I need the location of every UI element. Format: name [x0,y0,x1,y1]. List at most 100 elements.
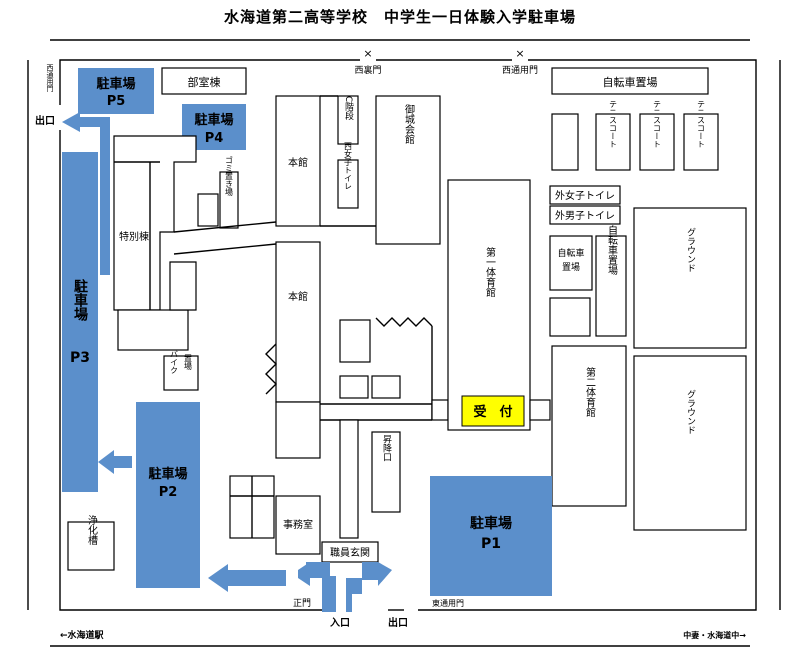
bicycle-parking-a [549,235,593,291]
fence-top-left [59,59,360,105]
special-building-east-wing [169,261,197,311]
parking-p2-id: P2 [159,485,178,500]
parking-p1[interactable] [430,476,552,596]
corridor-1-top [173,221,277,233]
bicycle-parking-a-label-2: 置場 [562,261,580,273]
outdoor-womens-restroom-label: 外女子トイレ [555,189,615,202]
main-building-annex [275,401,321,459]
motorbike-label-b: 置場 [184,354,193,371]
gym-1 [447,179,531,431]
staff-entrance-label: 職員玄関 [330,546,370,559]
reception-desk[interactable] [461,395,525,427]
main-building-zigzag [265,343,277,395]
parking-p1-label: 駐車場 [470,515,512,532]
c-stairs [337,95,359,145]
parking-p3[interactable] [62,152,98,492]
west-exit-gate-label: 西通用門 [46,64,54,93]
outdoor-mens-restroom [549,205,621,225]
tennis-court-3 [683,113,719,171]
motorbike-label-a: バイク [170,350,179,374]
west-restroom-label: 西女子トイレ [344,142,353,190]
gojo-hall-label: 御城会館 [403,103,415,145]
parking-p5-id: P5 [107,94,126,109]
ground-north-label: グラウンド [685,227,696,272]
bicycle-parking-b-label: 自転車置場 [606,224,618,276]
outdoor-womens-restroom [549,185,621,205]
office-label: 事務室 [283,518,313,531]
motorbike-parking [163,355,199,391]
ground-north [633,207,747,349]
main-building-south [275,241,321,403]
tennis-court-2 [639,113,675,171]
club-building [161,67,247,95]
map-title: 水海道第二高等学校 中学生一日体験入学駐車場 [223,8,576,26]
gym-1-label: 第一体育館 [484,246,496,298]
parking-p2-label: 駐車場 [148,466,187,482]
special-building-annex [117,309,189,351]
middle-block-3 [371,375,401,399]
main-building-north [275,95,321,227]
main-building-north-label: 本館 [288,156,308,169]
bicycle-parking-north [551,67,709,95]
entrance-hall-label: 昇降口 [381,434,392,461]
gojo-hall [375,95,441,245]
corridor-1-bottom [173,243,277,255]
west-restroom [337,159,359,209]
road-right-label: 中妻・水海道中→ [683,630,746,640]
exit-route-vertical [100,117,110,275]
exit-label: 出口 [388,616,408,629]
septic-tank [67,521,115,571]
exit-arrow-west [62,112,110,132]
parking-p3-label: 駐車場 [72,278,88,322]
septic-tank-label: 浄化槽 [86,514,98,546]
middle-zigzag [375,317,433,327]
main-building-south-label: 本館 [288,290,308,303]
connector-gym2 [529,399,551,421]
east-service-gate-label: 東通用門 [432,598,464,608]
west-service-gate-mark: × [515,47,524,60]
road-left-label: ←水海道駅 [60,629,105,641]
parking-p3-id: P3 [70,350,90,366]
outdoor-mens-restroom-label: 外男子トイレ [555,210,615,222]
parking-p1-id: P1 [481,536,501,552]
arrow-to-p2 [208,564,286,592]
arrow-head-left [298,562,310,586]
bicycle-parking-north-label: 自転車置場 [603,75,658,89]
west-service-gate-label: 西通用門 [502,65,538,76]
middle-block-1 [339,319,371,363]
gym-2-label: 第二体育館 [584,366,596,418]
parking-p5-label: 駐車場 [96,76,135,92]
entrance-hall [371,431,401,513]
gym-2 [551,345,627,507]
arrow-entrance-left [306,562,336,612]
main-gate-label: 正門 [293,598,311,609]
parking-p2[interactable] [136,402,200,588]
west-back-gate-label: 西裏門 [354,64,381,76]
connector-gym1 [431,399,449,421]
storage-block [549,297,591,337]
middle-block-2 [339,375,369,399]
parking-p4-label: 駐車場 [194,112,233,128]
bicycle-parking-a-label-1: 自転車 [557,247,584,259]
bicycle-parking-b [595,235,627,337]
fence-right [418,59,757,611]
c-stairs-label: C階段 [343,96,354,121]
tennis-court-1 [595,113,631,171]
passage-block [339,419,359,539]
tennis-court-3-label: テニスコート [697,100,706,148]
garbage-area-label: ゴミ置き場 [225,155,234,197]
entrance-label: 入口 [330,617,350,629]
small-structure [551,113,579,171]
ground-south [633,355,747,531]
tennis-court-2-label: テニスコート [653,100,662,148]
special-building-label: 特別棟 [119,230,149,243]
office [275,495,321,555]
arrow-entrance-right [346,562,392,612]
parking-p5[interactable] [78,68,154,114]
garbage-area [219,171,239,229]
west-back-gate-mark: × [363,47,372,60]
reception-label: 受 付 [473,404,512,420]
tennis-court-1-label: テニスコート [609,100,618,148]
garbage-area-small [197,193,219,227]
